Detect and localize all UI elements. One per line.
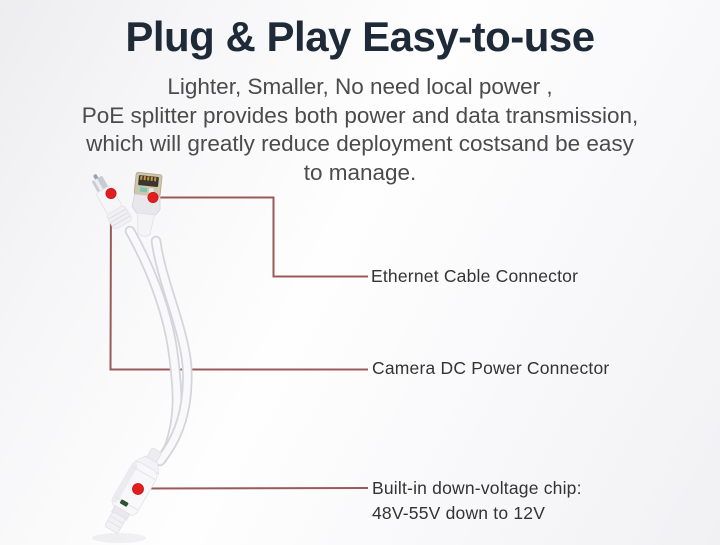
cable-right <box>150 235 193 467</box>
annotation-label-ethernet: Ethernet Cable Connector <box>371 266 579 286</box>
annotation-line-chip <box>139 487 369 490</box>
annotation-label-camera-dc: Camera DC Power Connector <box>372 358 610 378</box>
subtitle-line: to manage. <box>303 159 417 185</box>
module-shadow <box>92 533 146 543</box>
marker-dot-dc <box>105 188 117 200</box>
marker-dot-chip <box>132 483 144 495</box>
cable-left <box>124 225 183 465</box>
subtitle-line: which will greatly reduce deployment cos… <box>86 131 634 156</box>
module-label-mark <box>119 499 129 507</box>
rj45-connector <box>131 172 163 237</box>
page-title: Plug & Play Easy-to-use <box>125 13 595 60</box>
annotation-label-chip-line1: Built-in down-voltage chip: <box>372 478 582 498</box>
annotation-label-chip-line2: 48V-55V down to 12V <box>372 503 546 523</box>
subtitle-line: PoE splitter provides both power and dat… <box>81 102 639 128</box>
dc-plug-connector <box>92 174 132 230</box>
annotation-label-chip: Built-in down-voltage chip: 48V-55V down… <box>372 476 582 526</box>
annotation-lines <box>109 195 369 490</box>
subtitle-line: Lighter, Smaller, No need local power , <box>167 74 553 99</box>
annotation-line-ethernet <box>154 196 368 278</box>
subtitle: Lighter, Smaller, No need local power , … <box>0 73 720 187</box>
marker-dot-rj45 <box>147 192 159 204</box>
annotation-line-camera-dc <box>109 195 368 371</box>
